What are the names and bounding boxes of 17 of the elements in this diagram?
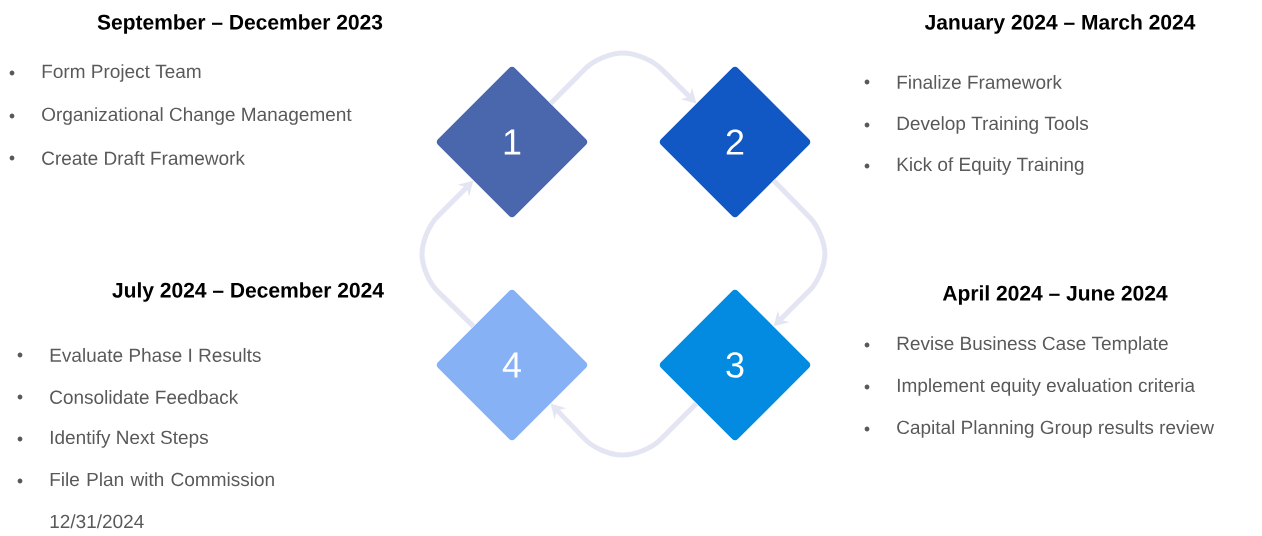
list-item: Capital Planning Group results review [897, 420, 1215, 438]
list-item: Revise Business Case Template [897, 336, 1168, 354]
heading: January 2024 – March 2024 [924, 14, 1196, 34]
list-item: Identify Next Steps [50, 430, 208, 448]
list-item: Finalize Framework [897, 75, 1062, 89]
heading: September – December 2023 [97, 14, 383, 34]
list-item: Consolidate Feedback [50, 390, 239, 404]
heading: July 2024 – December 2024 [112, 282, 384, 302]
list-item: Organizational Change Management [42, 107, 352, 125]
list-item: Evaluate Phase I Results [50, 348, 261, 362]
list-item: Create Draft Framework [42, 151, 245, 165]
heading: April 2024 – June 2024 [942, 285, 1168, 305]
list-item: Kick of Equity Training [897, 157, 1084, 175]
list-item: Form Project Team [42, 64, 201, 82]
list-item: Implement equity evaluation criteria [897, 378, 1196, 396]
list-item: File Plan with Commission 12/31/2024 [50, 472, 274, 529]
list-item: Develop Training Tools [897, 116, 1089, 134]
